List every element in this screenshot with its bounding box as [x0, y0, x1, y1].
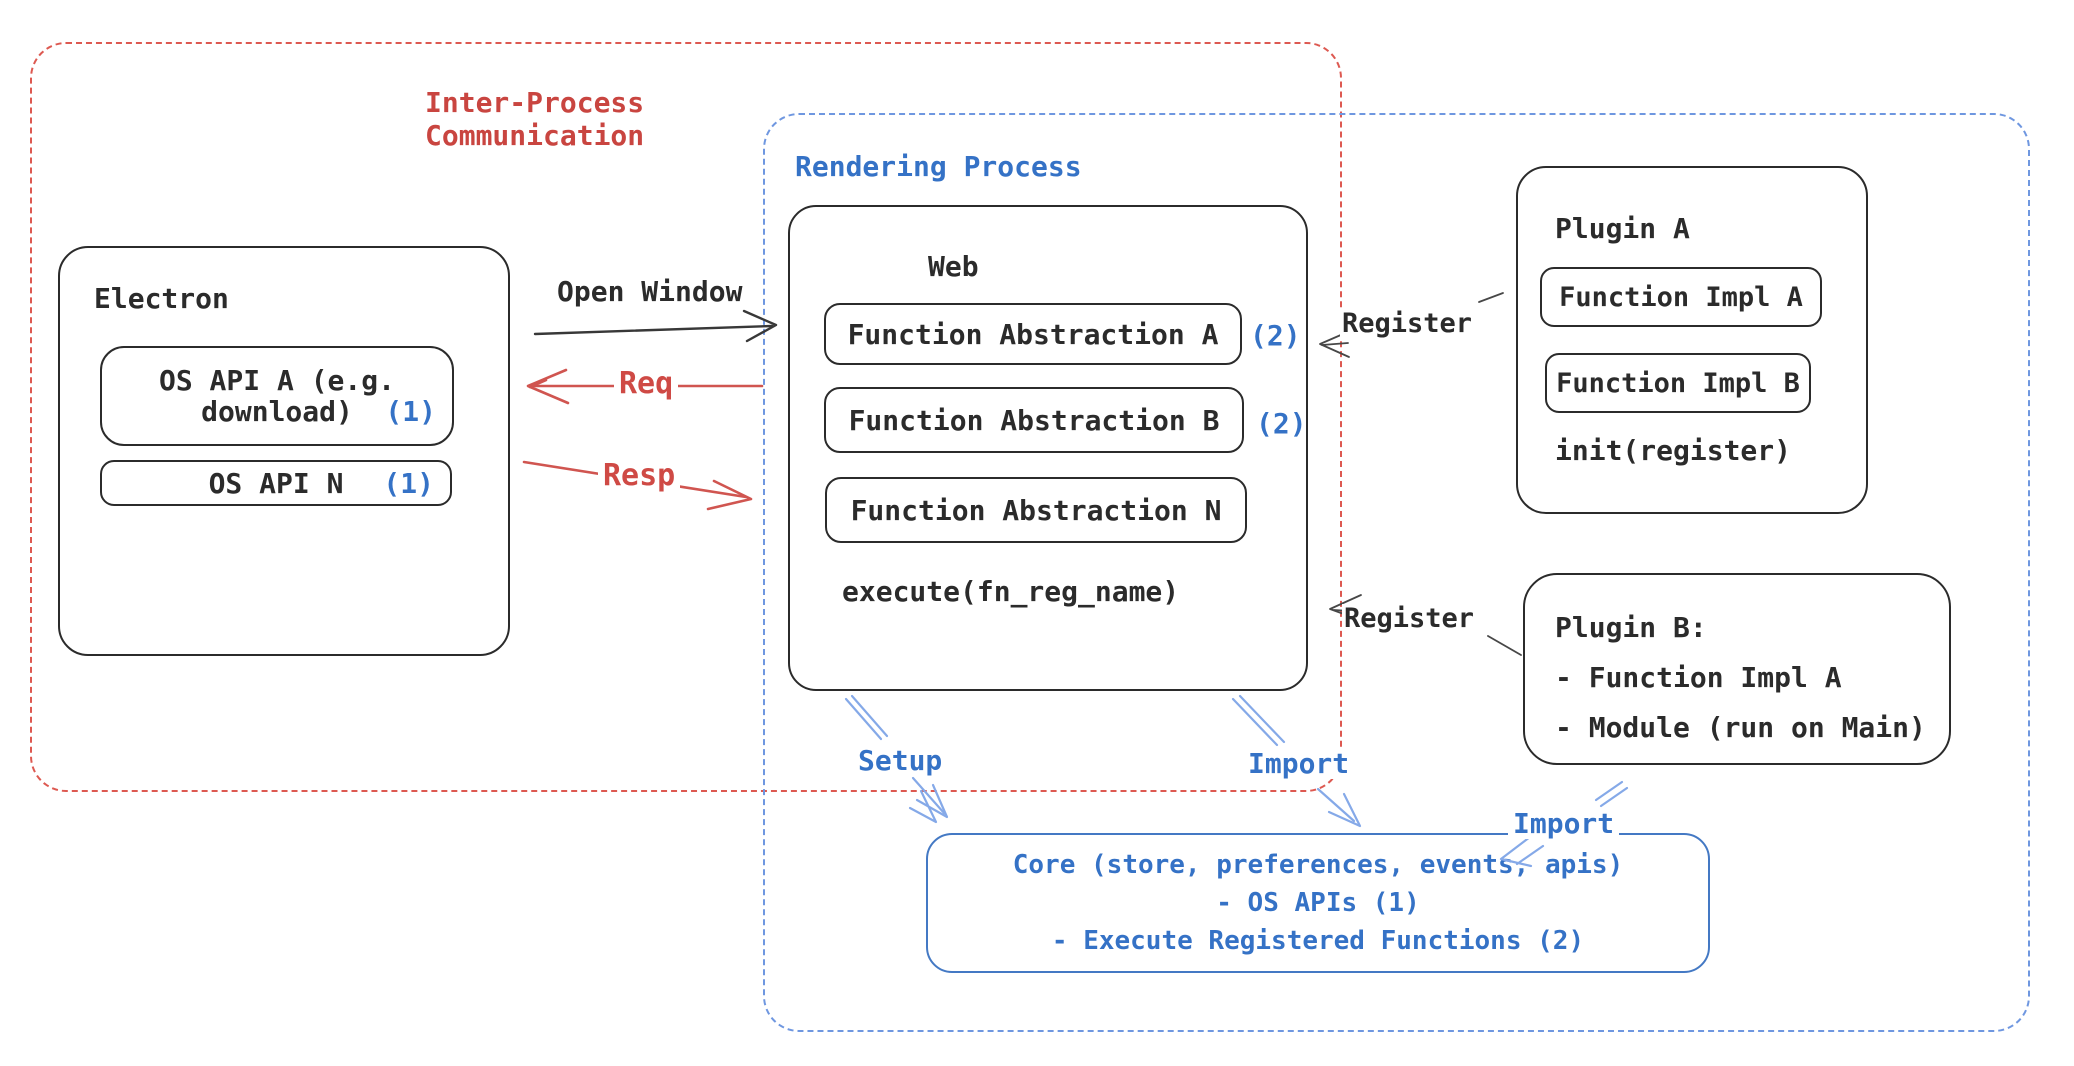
fn-abstraction-b-label: Function Abstraction B [848, 403, 1220, 437]
import-plugin-b-label: Import [1508, 809, 1620, 839]
plugin-a-impl-a-label: Function Impl A [1559, 281, 1803, 313]
os-api-a-badge: (1) [385, 395, 436, 428]
fn-abstraction-b-badge: (2) [1256, 407, 1307, 440]
rendering-process-label: Rendering Process [795, 150, 1082, 183]
plugin-a-impl-a-box: Function Impl A [1540, 267, 1822, 327]
plugin-b-title: Plugin B: [1555, 611, 1707, 644]
plugin-b-item-1: - Function Impl A [1555, 661, 1842, 694]
ipc-label-line2: Communication [425, 119, 645, 152]
ipc-label: Inter-Process Communication [425, 86, 644, 152]
plugin-a-box: Plugin A Function Impl A Function Impl B… [1516, 166, 1868, 514]
fn-abstraction-a-badge: (2) [1250, 319, 1301, 352]
plugin-a-impl-b-label: Function Impl B [1556, 367, 1800, 399]
fn-abstraction-a-box: Function Abstraction A [824, 303, 1242, 365]
fn-abstraction-a-label: Function Abstraction A [847, 317, 1219, 351]
fn-abstraction-b-box: Function Abstraction B [824, 387, 1244, 453]
plugin-b-item-2: - Module (run on Main) [1555, 711, 1926, 744]
os-api-n-box: OS API N (1) [100, 460, 452, 506]
req-label: Req [614, 369, 679, 399]
os-api-a-label: OS API A (e.g. download) [158, 364, 395, 428]
os-api-n-label: OS API N [208, 466, 344, 500]
core-item-2: - Execute Registered Functions (2) [1051, 926, 1585, 956]
register-web-label: Register [1340, 308, 1475, 339]
electron-box: Electron OS API A (e.g. download) (1) OS… [58, 246, 510, 656]
core-box: Core (store, preferences, events, apis) … [926, 833, 1710, 973]
web-box: Web Function Abstraction A (2) Function … [788, 205, 1308, 691]
core-title-line: Core (store, preferences, events, apis) [1012, 850, 1624, 880]
open-window-arrow [533, 309, 778, 343]
os-api-a-box: OS API A (e.g. download) (1) [100, 346, 454, 446]
setup-label: Setup [853, 746, 948, 776]
plugin-b-lines: Plugin B: - Function Impl A - Module (ru… [1555, 603, 1926, 753]
plugin-a-title: Plugin A [1555, 212, 1690, 245]
fn-abstraction-n-label: Function Abstraction N [850, 493, 1222, 527]
open-window-label: Open Window [557, 275, 743, 308]
web-execute-text: execute(fn_reg_name) [842, 575, 1180, 608]
electron-title: Electron [94, 282, 229, 315]
register-plugin-b-label: Register [1342, 603, 1477, 634]
plugin-a-impl-b-box: Function Impl B [1545, 353, 1811, 413]
core-item-1: - OS APIs (1) [1216, 888, 1420, 918]
import-web-label: Import [1243, 749, 1355, 779]
resp-label: Resp [598, 461, 681, 491]
ipc-label-line1: Inter-Process [425, 86, 645, 119]
fn-abstraction-n-box: Function Abstraction N [825, 477, 1247, 543]
web-title: Web [928, 250, 979, 283]
plugin-a-init-text: init(register) [1555, 434, 1792, 467]
plugin-b-box: Plugin B: - Function Impl A - Module (ru… [1523, 573, 1951, 765]
os-api-n-badge: (1) [383, 466, 434, 500]
